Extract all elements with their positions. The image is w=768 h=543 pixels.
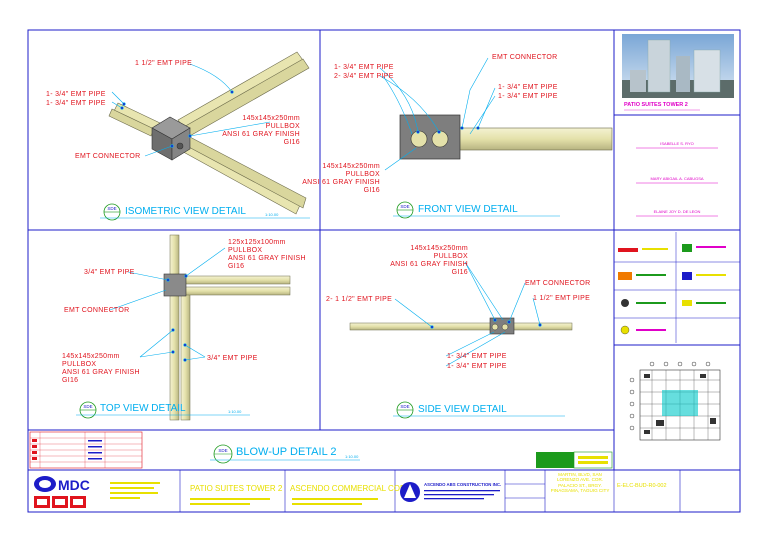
front-pullbox-2: PULLBOX <box>346 171 380 178</box>
iso-pullbox-3: ANSI 61 GRAY FINISH <box>222 131 300 138</box>
top-pullbox-1: 145x145x250mm <box>62 353 120 360</box>
front-label-2: 2- 3/4" EMT PIPE <box>334 73 394 80</box>
iso-pipes <box>108 51 310 215</box>
blowup-title: BLOW-UP DETAIL 2 <box>236 446 336 458</box>
blowup-scale: 1:10.00 <box>345 454 359 459</box>
top-detail-bubble: SDE <box>79 401 97 419</box>
side-pullbox-1: 145x145x250mm <box>410 245 468 252</box>
front-bubble-code: SDE <box>400 204 409 209</box>
client-name: ASCENDO COMMERCIAL CORP. <box>290 484 412 493</box>
top-label-1: 3/4" EMT PIPE <box>84 269 135 276</box>
side-pullbox-4: GI16 <box>452 269 468 276</box>
top-label-3: 3/4" EMT PIPE <box>207 355 258 362</box>
title-block: MDC PATIO SUITES TOWER 2 ASCENDO COMMERC… <box>34 470 681 512</box>
sheet-title: MARTIN, BLVD, SAN LORENZO AVE. COR. PALA… <box>550 472 610 494</box>
project-caption: PATIO SUITES TOWER 2 <box>624 102 688 108</box>
company-name: MDC <box>58 477 90 493</box>
iso-view-title: ISOMETRIC VIEW DETAIL <box>125 206 246 217</box>
isometric-view: 1 1/2" EMT PIPE 1- 3/4" EMT PIPE 1- 3/4"… <box>46 51 310 221</box>
iso-label-2: 1- 3/4" EMT PIPE <box>46 91 106 98</box>
top-pullbox-3: ANSI 61 GRAY FINISH <box>62 369 140 376</box>
key-plan <box>629 361 721 441</box>
front-label-4: 1- 3/4" EMT PIPE <box>498 84 558 91</box>
side-detail-bubble: SDE <box>396 401 414 419</box>
iso-label-connector: EMT CONNECTOR <box>75 153 140 160</box>
contractor-name: ASCENDO ABS CONSTRUCTION INC. <box>424 482 501 487</box>
top-pullbox-2: PULLBOX <box>62 361 96 368</box>
blowup-strip: SDE BLOW-UP DETAIL 2 1:10.00 <box>29 431 613 469</box>
side-pullbox-2: PULLBOX <box>434 253 468 260</box>
name-2: MARY ABIGAIL A. CABUGSA <box>650 176 703 181</box>
top-pullbox-4: GI16 <box>62 377 78 384</box>
front-label-5: 1- 3/4" EMT PIPE <box>498 93 558 100</box>
front-detail-bubble: SDE <box>396 201 414 219</box>
name-1: ISABELLE S. RYO <box>660 141 694 146</box>
top-pullbox <box>163 273 187 297</box>
front-view: 1- 3/4" EMT PIPE 2- 3/4" EMT PIPE EMT CO… <box>302 54 613 219</box>
side-leaders <box>394 261 542 367</box>
front-pipe <box>451 127 613 151</box>
top-label-connector: EMT CONNECTOR <box>64 307 129 314</box>
top-smallbox-3: ANSI 61 GRAY FINISH <box>228 255 306 262</box>
iso-pullbox-2: PULLBOX <box>266 123 300 130</box>
mdc-logo: MDC <box>34 476 160 508</box>
iso-detail-bubble: SDE <box>103 203 121 221</box>
side-label-4: 1- 3/4" EMT PIPE <box>447 353 507 360</box>
side-label-5: 1- 3/4" EMT PIPE <box>447 363 507 370</box>
name-3: ELAINE JOY D. DE LEON <box>654 209 701 214</box>
side-bubble-code: SDE <box>400 404 409 409</box>
front-leaders <box>379 57 496 171</box>
contractor-logo: ASCENDO ABS CONSTRUCTION INC. <box>400 482 501 502</box>
project-name: PATIO SUITES TOWER 2 <box>190 484 283 493</box>
front-label-connector: EMT CONNECTOR <box>492 54 557 61</box>
sheet-number: E-ELC-BUD-R0-002 <box>617 483 667 489</box>
stamp-green <box>536 452 574 468</box>
side-view: 145x145x250mm PULLBOX ANSI 61 GRAY FINIS… <box>326 245 590 419</box>
side-label-1: 2- 1 1/2" EMT PIPE <box>326 296 392 303</box>
top-smallbox-1: 125x125x100mm <box>228 239 286 246</box>
top-smallbox-2: PULLBOX <box>228 247 262 254</box>
side-pullbox-3: ANSI 61 GRAY FINISH <box>390 261 468 268</box>
top-leaders <box>109 247 226 362</box>
iso-label-3: 1- 3/4" EMT PIPE <box>46 100 106 107</box>
top-smallbox-4: GI16 <box>228 263 244 270</box>
iso-bubble-code: SDE <box>107 206 116 211</box>
top-view: 125x125x100mm PULLBOX ANSI 61 GRAY FINIS… <box>62 234 306 421</box>
iso-scale: 1:10.00 <box>265 212 279 217</box>
right-panel: PATIO SUITES TOWER 2 ISABELLE S. RYO MAR… <box>614 34 740 441</box>
top-bubble-code: SDE <box>83 404 92 409</box>
iso-leaders <box>111 63 271 157</box>
front-pullbox-1: 145x145x250mm <box>322 163 380 170</box>
front-pullbox-3: ANSI 61 GRAY FINISH <box>302 179 380 186</box>
blowup-bubble-code: SDE <box>218 448 227 453</box>
front-pullbox-4: GI16 <box>364 187 380 194</box>
project-photo <box>622 34 734 98</box>
side-label-connector: EMT CONNECTOR <box>525 280 590 287</box>
front-label-1: 1- 3/4" EMT PIPE <box>334 64 394 71</box>
front-pullbox <box>399 114 461 160</box>
top-view-title: TOP VIEW DETAIL <box>100 403 186 414</box>
top-scale: 1:10.00 <box>228 409 242 414</box>
side-label-3: 1 1/2" EMT PIPE <box>533 295 590 302</box>
front-view-title: FRONT VIEW DETAIL <box>418 204 518 215</box>
iso-pullbox-1: 145x145x250mm <box>242 115 300 122</box>
symbol-legend <box>614 232 740 343</box>
iso-pullbox <box>151 116 191 161</box>
iso-pullbox-4: GI16 <box>284 139 300 146</box>
side-view-title: SIDE VIEW DETAIL <box>418 404 507 415</box>
iso-label-1: 1 1/2" EMT PIPE <box>135 60 192 67</box>
